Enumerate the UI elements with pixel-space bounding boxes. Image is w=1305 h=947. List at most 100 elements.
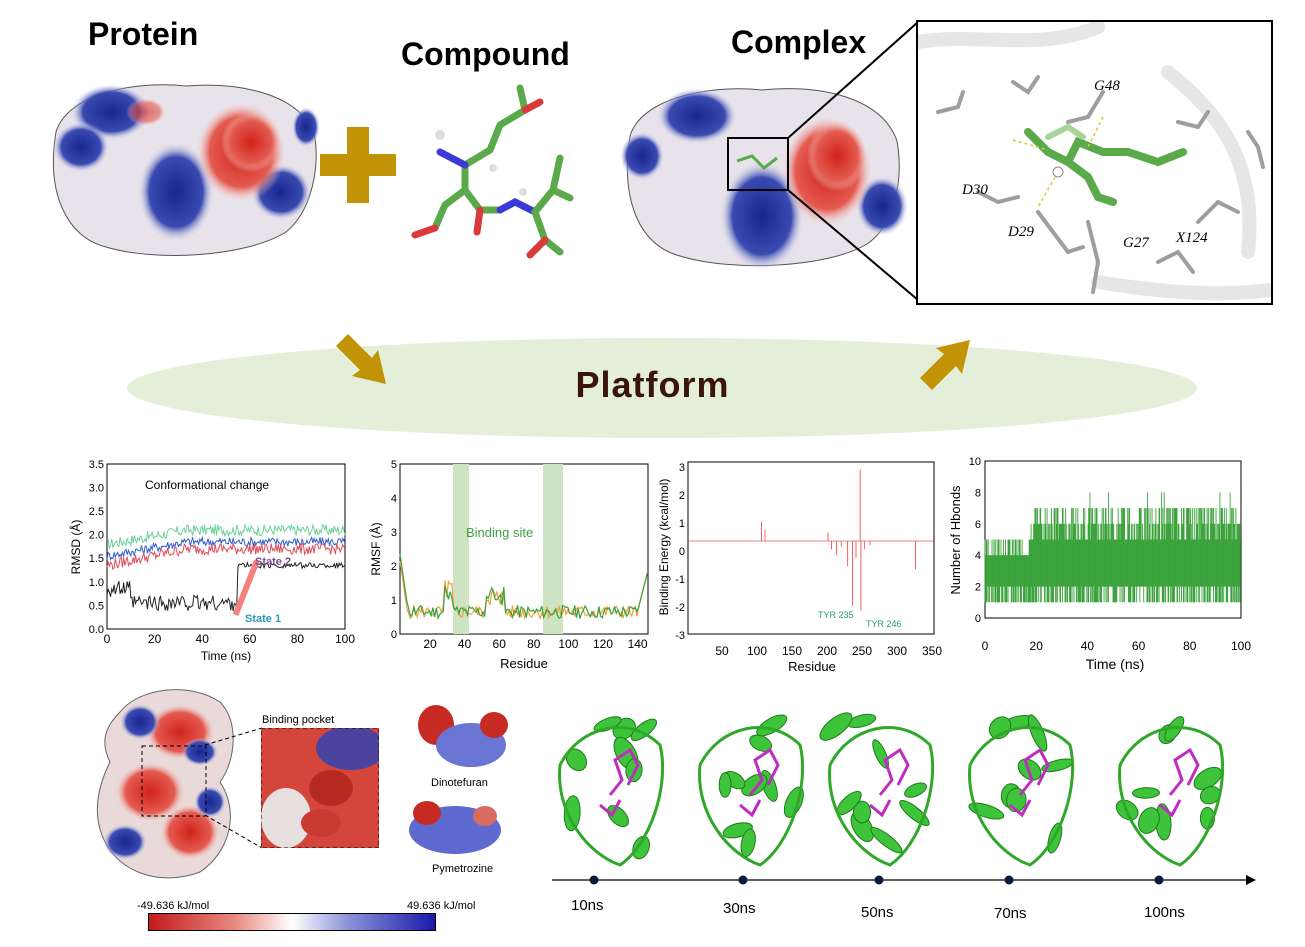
- energy-y-tick: 1: [679, 518, 685, 530]
- rmsd-y-tick: 0.0: [89, 624, 104, 636]
- residue-label-x124: X124: [1176, 230, 1208, 246]
- hbonds-xlabel: Time (ns): [1086, 656, 1145, 672]
- rmsd-ylabel: RMSD (Å): [68, 520, 83, 575]
- pocket-zoom-lines: [204, 727, 263, 849]
- rmsf-x-tick: 120: [593, 637, 613, 651]
- residue-label-d30: D30: [962, 182, 988, 198]
- platform-label: Platform: [575, 364, 730, 405]
- zoom-lines: [787, 21, 919, 301]
- receptor-surface-image: [96, 689, 234, 879]
- energy-label-tyr235: TYR 235: [818, 610, 854, 620]
- hbonds-x-tick: 40: [1081, 639, 1095, 653]
- timeline-axis: [552, 875, 1256, 885]
- energy-x-tick: 100: [747, 644, 767, 658]
- md-snapshots: [558, 712, 1225, 867]
- rmsd-y-tick: 2.0: [89, 530, 104, 542]
- energy-y-tick: -2: [675, 602, 685, 614]
- rmsf-y-tick: 0: [391, 629, 397, 641]
- rmsd-state1-label: State 1: [245, 613, 281, 625]
- rmsf-x-tick: 20: [423, 637, 437, 651]
- energy-x-tick: 250: [852, 644, 872, 658]
- state-transition-arrow: [232, 559, 260, 616]
- esp-color-scale: [148, 913, 436, 931]
- dinotefuran-label: Dinotefuran: [431, 777, 488, 789]
- energy-y-tick: 3: [679, 462, 685, 474]
- hbonds-x-tick: 80: [1183, 639, 1197, 653]
- scale-min-label: -49.636 kJ/mol: [137, 900, 210, 912]
- arrow-down-right-icon: [336, 334, 386, 384]
- rmsd-annotation: Conformational change: [145, 478, 269, 492]
- timeline-label-100ns: 100ns: [1144, 904, 1185, 921]
- rmsd-chart: Conformational change State 2 State 1 RM…: [68, 459, 355, 663]
- hbonds-y-tick: 6: [975, 519, 981, 531]
- rmsd-y-tick: 3.5: [89, 459, 104, 471]
- binding-pocket-label: Binding pocket: [262, 714, 335, 726]
- timeline-label-30ns: 30ns: [723, 900, 756, 917]
- residue-label-d29: D29: [1008, 224, 1034, 240]
- rmsf-ylabel: RMSF (Å): [368, 522, 383, 575]
- binding-site-zoom-panel: G48 D30 D29 G27 X124: [916, 20, 1273, 305]
- protein-title: Protein: [88, 16, 199, 52]
- rmsf-annotation: Binding site: [466, 525, 533, 540]
- energy-x-tick: 150: [782, 644, 802, 658]
- rmsd-y-tick: 3.0: [89, 482, 104, 494]
- binding-pocket-zoom: [261, 728, 379, 848]
- pymetrozine-esp-image: [409, 801, 501, 854]
- timeline-label-70ns: 70ns: [994, 905, 1027, 922]
- hbonds-x-tick: 20: [1030, 639, 1044, 653]
- hbonds-y-tick: 0: [975, 613, 981, 625]
- rmsf-y-tick: 2: [391, 561, 397, 573]
- complex-title: Complex: [731, 24, 867, 60]
- rmsf-x-tick: 40: [458, 637, 472, 651]
- scale-max-label: 49.636 kJ/mol: [407, 900, 476, 912]
- rmsd-xlabel: Time (ns): [201, 649, 251, 663]
- hbonds-x-tick: 0: [982, 639, 989, 653]
- arrow-up-right-icon: [920, 340, 970, 390]
- energy-x-tick: 350: [922, 644, 942, 658]
- pymetrozine-label: Pymetrozine: [432, 863, 494, 875]
- protein-surface-image: [52, 84, 320, 256]
- hbonds-y-tick: 10: [969, 456, 981, 468]
- energy-ylabel: Binding Energy (kcal/mol): [657, 479, 671, 616]
- rmsf-y-tick: 3: [391, 527, 397, 539]
- energy-y-tick: -3: [675, 630, 685, 642]
- rmsf-y-tick: 5: [391, 459, 397, 471]
- rmsd-state2-label: State 2: [255, 556, 291, 568]
- energy-x-tick: 200: [817, 644, 837, 658]
- rmsd-x-tick: 100: [335, 632, 355, 646]
- rmsd-x-tick: 40: [196, 632, 210, 646]
- plus-sign-vertical: [347, 127, 369, 203]
- rmsd-y-tick: 1.5: [89, 553, 104, 565]
- rmsf-trace: [399, 560, 648, 621]
- residue-label-g27: G27: [1123, 235, 1149, 251]
- hbonds-y-tick: 2: [975, 582, 981, 594]
- rmsd-x-tick: 80: [291, 632, 305, 646]
- rmsd-x-tick: 0: [104, 632, 111, 646]
- rmsd-x-tick: 20: [148, 632, 162, 646]
- md-snapshot: [698, 714, 805, 867]
- platform-ellipse: [127, 338, 1197, 438]
- energy-xlabel: Residue: [788, 659, 836, 674]
- hbonds-y-tick: 4: [975, 550, 981, 562]
- energy-y-tick: -1: [675, 574, 685, 586]
- rmsf-x-tick: 80: [527, 637, 541, 651]
- hbonds-ylabel: Number of Hbonds: [948, 485, 963, 595]
- md-snapshot: [819, 712, 935, 867]
- compound-stick-model: [411, 84, 574, 259]
- energy-x-tick: 50: [715, 644, 729, 658]
- md-snapshot: [558, 716, 665, 867]
- md-snapshot: [968, 714, 1075, 867]
- rmsd-y-tick: 2.5: [89, 506, 104, 518]
- energy-y-tick: 2: [679, 490, 685, 502]
- rmsd-trace-green: [106, 523, 346, 550]
- md-snapshot: [1115, 716, 1225, 867]
- hbonds-y-tick: 8: [975, 487, 981, 499]
- complex-surface-image: [620, 88, 908, 271]
- rmsd-trace-red: [106, 542, 346, 571]
- rmsf-trace: [399, 554, 648, 621]
- rmsd-y-tick: 1.0: [89, 577, 104, 589]
- rmsd-x-tick: 60: [243, 632, 257, 646]
- energy-label-tyr246: TYR 246: [866, 619, 902, 629]
- rmsf-x-tick: 60: [493, 637, 507, 651]
